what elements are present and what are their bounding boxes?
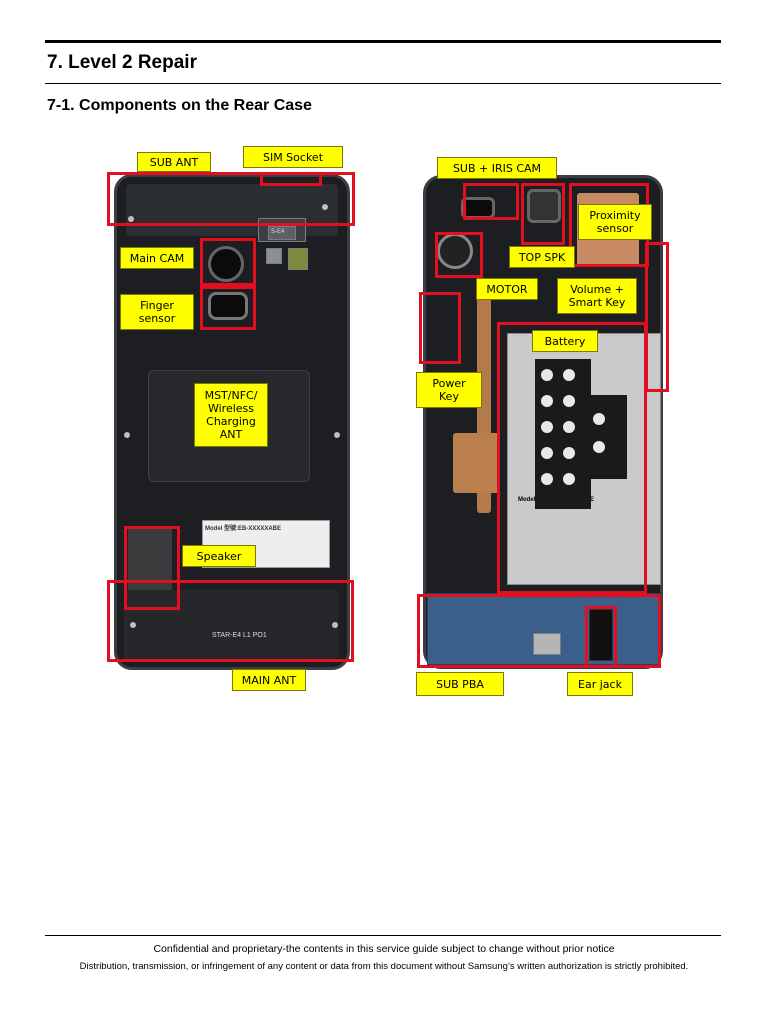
sticker-hole xyxy=(563,369,575,381)
label-mst-nfc-wireless-charging-ant: MST/NFC/ Wireless Charging ANT xyxy=(194,383,268,447)
callout-box-main-cam xyxy=(200,238,256,286)
fingerprint-sensor xyxy=(208,292,248,320)
main-camera-lens xyxy=(208,246,244,282)
callout-box-sim-socket xyxy=(260,172,322,186)
screw xyxy=(124,432,130,438)
screw xyxy=(334,432,340,438)
sticker-hole xyxy=(541,421,553,433)
label-finger-sensor: Finger sensor xyxy=(120,294,194,330)
label-sim-socket: SIM Socket xyxy=(243,146,343,168)
sticker-hole xyxy=(593,441,605,453)
flex-loop xyxy=(453,433,499,493)
header-rule-top xyxy=(45,40,721,43)
label-motor: MOTOR xyxy=(476,278,538,300)
flash-module xyxy=(266,248,282,264)
sticker-hole xyxy=(541,447,553,459)
bottom-antenna-plate xyxy=(124,590,338,660)
callout-box-finger-sensor xyxy=(200,286,256,330)
subsection-title: 7-1. Components on the Rear Case xyxy=(47,97,312,114)
sticker-hole xyxy=(541,395,553,407)
sticker-hole xyxy=(593,413,605,425)
screw xyxy=(322,204,328,210)
callout-box-sub-pba xyxy=(417,594,661,668)
sticker-hole xyxy=(541,473,553,485)
callout-box-battery xyxy=(497,322,647,594)
battery-model-text: Model 型號:EB-XXXXXABE xyxy=(205,526,282,532)
sticker-hole xyxy=(563,421,575,433)
label-speaker: Speaker xyxy=(182,545,256,567)
screw xyxy=(130,622,136,628)
label-main-ant: MAIN ANT xyxy=(232,669,306,691)
chip-mark: S-E4 xyxy=(271,229,285,235)
screw xyxy=(128,216,134,222)
footer-rule xyxy=(45,935,721,936)
section-title: 7. Level 2 Repair xyxy=(47,52,197,73)
label-sub-iris-cam: SUB + IRIS CAM xyxy=(437,157,557,179)
callout-box-speaker xyxy=(124,526,180,610)
screw xyxy=(332,622,338,628)
sticker-hole xyxy=(563,473,575,485)
sticker-hole xyxy=(541,369,553,381)
header-rule-bottom xyxy=(45,83,721,84)
label-proximity-sensor: Proximity sensor xyxy=(578,204,652,240)
sticker-hole xyxy=(563,395,575,407)
callout-box-top-spk xyxy=(521,183,565,245)
usb-connector xyxy=(533,633,561,655)
footer-distribution-notice: Distribution, transmission, or infringem… xyxy=(79,961,689,972)
footer-confidential-notice: Confidential and proprietary-the content… xyxy=(153,943,615,955)
callout-box-power-key xyxy=(419,292,461,364)
label-sub-ant: SUB ANT xyxy=(137,152,211,172)
label-top-spk: TOP SPK xyxy=(509,246,575,268)
callout-box-motor xyxy=(435,232,483,278)
sensor-module xyxy=(288,248,308,270)
battery-sticker xyxy=(587,395,627,479)
label-sub-pba: SUB PBA xyxy=(416,672,504,696)
sub-camera xyxy=(527,189,561,223)
callout-box-sub-iris-cam xyxy=(463,183,519,220)
callout-box-volume-smart-key xyxy=(645,242,669,392)
board-mark: STAR-E4 L1 PO1 xyxy=(212,632,267,639)
callout-box-ear-jack xyxy=(585,606,617,668)
vibration-motor xyxy=(437,233,473,269)
callout-box-main-ant xyxy=(107,580,354,662)
sticker-hole xyxy=(563,447,575,459)
label-ear-jack: Ear jack xyxy=(567,672,633,696)
label-main-cam: Main CAM xyxy=(120,247,194,269)
label-volume-smart-key: Volume + Smart Key xyxy=(557,278,637,314)
callout-box-sub-ant xyxy=(107,172,355,226)
label-battery: Battery xyxy=(532,330,598,352)
chip-s-e4: S-E4 xyxy=(268,226,296,240)
ear-jack-module xyxy=(589,609,613,661)
label-power-key: Power Key xyxy=(416,372,482,408)
